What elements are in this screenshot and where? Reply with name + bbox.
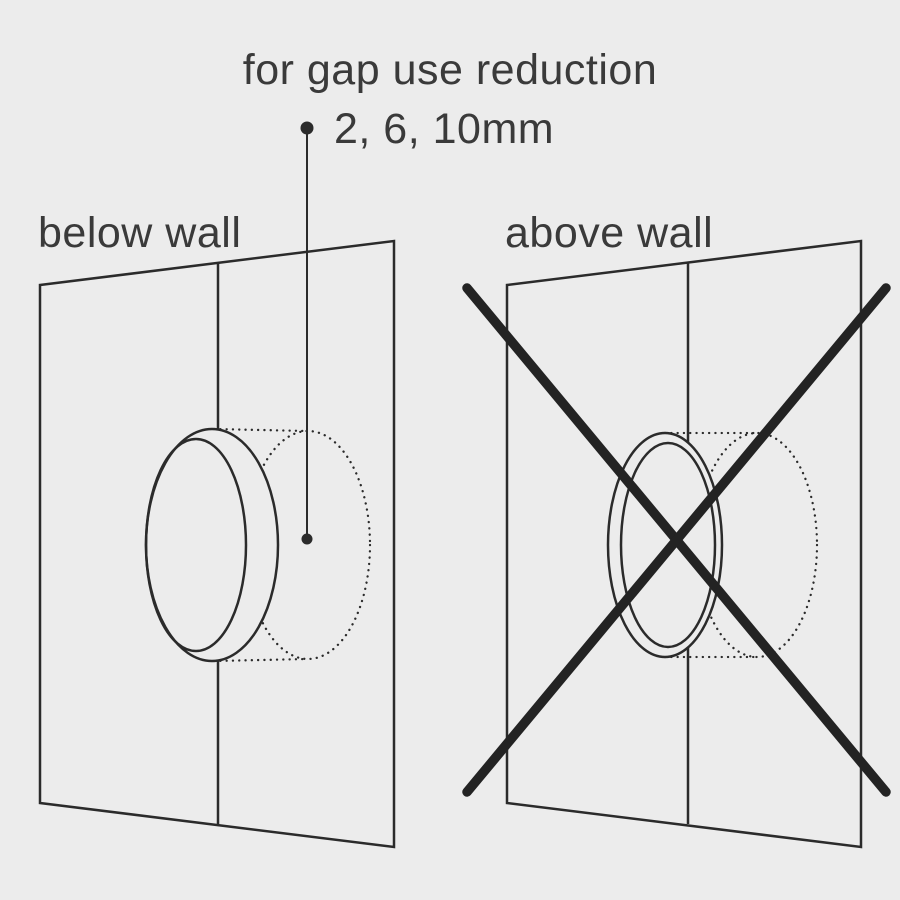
reduction-dotted-top-left <box>212 427 310 433</box>
wall-outline-left <box>38 239 396 849</box>
above-wall-panel: above wall <box>462 209 891 849</box>
below-wall-label: below wall <box>38 209 241 257</box>
bullet-dot-icon <box>300 121 314 135</box>
callout-title: for gap use reduction <box>243 46 658 94</box>
reduction-dotted-bottom-left <box>212 657 310 663</box>
below-wall-panel: below wall <box>38 209 396 849</box>
prohibited-x-icon <box>462 283 891 797</box>
leader-end-dot-icon <box>301 533 313 545</box>
socket-face-left <box>144 437 248 653</box>
socket-rim-left <box>144 427 280 663</box>
above-wall-label: above wall <box>505 209 713 257</box>
socket-rim-right <box>606 431 724 659</box>
callout-sizes: 2, 6, 10mm <box>334 105 554 153</box>
socket-face-right <box>619 441 717 649</box>
wall-outline-right <box>505 239 863 849</box>
